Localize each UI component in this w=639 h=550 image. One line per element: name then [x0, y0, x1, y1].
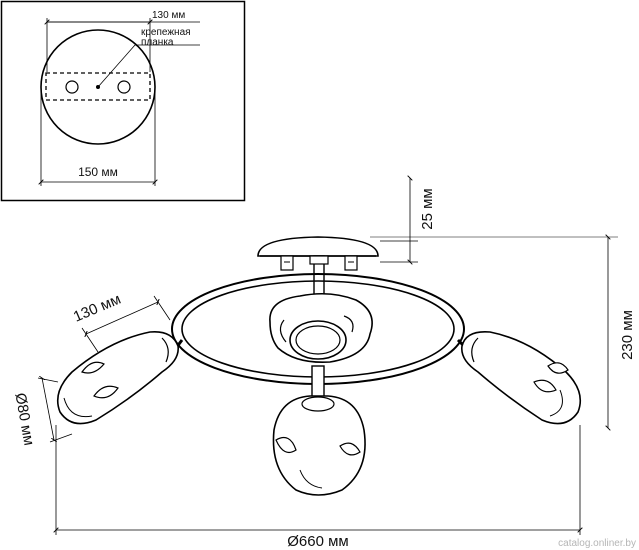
total-diameter-dimension: Ø660 мм [56, 425, 580, 550]
canopy-screw-right [344, 255, 358, 271]
watermark-text: catalog.onliner.by [558, 538, 636, 549]
right-shade [461, 330, 582, 425]
total-height-label: 230 мм [619, 310, 636, 360]
inset-plate-label-line1: крепежная [141, 27, 191, 38]
shade-length-label: 130 мм [71, 291, 124, 326]
screw-hole-right [117, 80, 131, 94]
mounting-inset: 130 мм крепежная планка 150 мм [0, 0, 246, 202]
bottom-arm [311, 365, 325, 399]
lamp-side-view [56, 236, 582, 496]
total-diameter-label: Ø660 мм [287, 533, 349, 550]
total-height-dimension: 230 мм [370, 237, 636, 428]
mounting-plate-outline [45, 72, 151, 101]
canopy-height-dimension: 25 мм [380, 178, 436, 262]
canopy [257, 236, 379, 257]
shade-diameter-label: Ø80 мм [11, 392, 37, 447]
inset-mount-width-label: 130 мм [152, 10, 185, 21]
canopy-height-label: 25 мм [419, 188, 436, 229]
inset-plate-label-line2: планка [141, 37, 174, 48]
screw-hole-left [65, 80, 79, 94]
left-shade [56, 330, 179, 425]
canopy-screw-left [280, 255, 294, 271]
inset-canopy-diameter-label: 150 мм [78, 165, 118, 179]
bottom-shade [272, 395, 366, 496]
